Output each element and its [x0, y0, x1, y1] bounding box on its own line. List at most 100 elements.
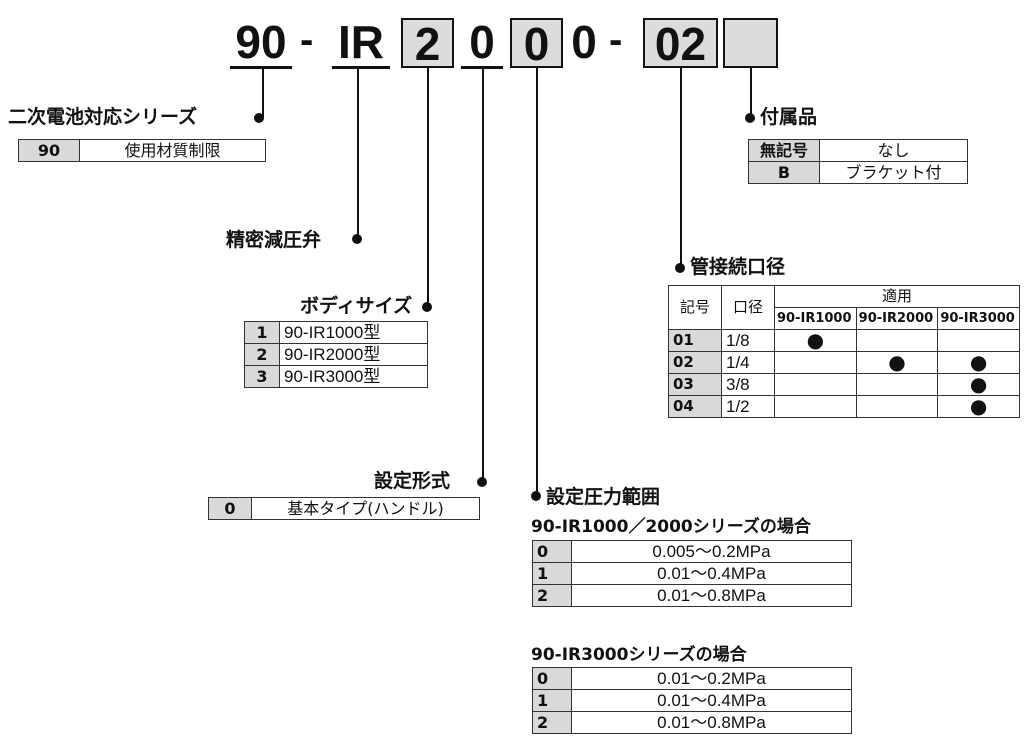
- table-row: 3 90-IR3000型: [244, 365, 428, 388]
- leader-series: [262, 68, 264, 118]
- body-size-desc: 90-IR1000型: [279, 321, 428, 344]
- table-row: 02 1/4 ● ●: [668, 351, 1020, 374]
- port-mark: [774, 351, 857, 374]
- code-series: IR: [332, 18, 390, 69]
- table-row: 04 1/2 ●: [668, 395, 1020, 418]
- leader-setting-type-dot: [477, 477, 487, 487]
- series-code: 90: [18, 139, 80, 162]
- pressure-desc: 0.005～0.2MPa: [571, 540, 852, 563]
- port-mark: [855, 373, 939, 396]
- leader-regulator-dot: [352, 234, 362, 244]
- pressure-group2-title: 90-IR3000シリーズの場合: [531, 645, 747, 665]
- regulator-title: 精密減圧弁: [226, 229, 322, 251]
- code-dash-2: -: [609, 18, 623, 62]
- port-code: 03: [668, 373, 722, 396]
- leader-pressure-dot: [531, 491, 541, 501]
- table-row: B ブラケット付: [748, 161, 968, 184]
- pressure-desc: 0.01～0.2MPa: [571, 667, 852, 690]
- leader-setting-type: [482, 68, 484, 481]
- pressure-code: 2: [532, 584, 572, 607]
- port-code: 01: [668, 329, 722, 352]
- accessory-code: 無記号: [748, 139, 820, 162]
- leader-pressure: [536, 68, 538, 496]
- body-size-desc: 90-IR3000型: [279, 365, 428, 388]
- leader-body-size-dot: [422, 302, 432, 312]
- port-model-3: 90-IR3000: [937, 307, 1020, 330]
- accessory-title: 付属品: [760, 106, 818, 128]
- port-size: 1/4: [721, 351, 775, 374]
- pressure-title: 設定圧力範囲: [546, 486, 661, 508]
- series-title: 二次電池対応シリーズ: [8, 106, 198, 128]
- pressure-code: 1: [532, 562, 572, 585]
- leader-port-dot: [675, 263, 685, 273]
- table-row: 2 0.01～0.8MPa: [532, 711, 852, 734]
- pressure-group2-table: 0 0.01～0.2MPa 1 0.01～0.4MPa 2 0.01～0.8MP…: [532, 667, 852, 734]
- table-row: 記号 口径 適用: [668, 285, 1020, 330]
- pressure-group1-title: 90-IR1000／2000シリーズの場合: [531, 517, 811, 537]
- table-row: 1 0.01～0.4MPa: [532, 562, 852, 585]
- pressure-code: 1: [532, 689, 572, 712]
- port-title: 管接続口径: [690, 256, 786, 278]
- code-pressure-range: 0: [510, 18, 563, 68]
- body-size-code: 1: [244, 321, 280, 344]
- pressure-desc: 0.01～0.4MPa: [571, 562, 852, 585]
- port-code: 02: [668, 351, 722, 374]
- port-mark: [855, 395, 939, 418]
- port-mark: ●: [937, 373, 1020, 396]
- port-mark: ●: [774, 329, 857, 352]
- setting-type-code: 0: [208, 497, 252, 520]
- series-table: 90 使用材質制限: [18, 139, 266, 162]
- port-code: 04: [668, 395, 722, 418]
- leader-port: [680, 68, 682, 268]
- port-table: 記号 口径 適用 90-IR1000 90-IR2000 90-IR3000 0…: [668, 285, 1020, 418]
- code-body-size: 2: [401, 18, 454, 68]
- accessory-code: B: [748, 161, 820, 184]
- table-row: 0 0.005～0.2MPa: [532, 540, 852, 563]
- table-row: 01 1/8 ●: [668, 329, 1020, 352]
- port-head-apply: 適用: [774, 285, 1020, 308]
- code-setting-type: 0: [461, 18, 503, 69]
- port-model-2: 90-IR2000: [855, 307, 939, 330]
- port-mark: ●: [937, 351, 1020, 374]
- body-size-desc: 90-IR2000型: [279, 343, 428, 366]
- accessory-desc: なし: [819, 139, 968, 162]
- setting-type-title: 設定形式: [374, 470, 451, 492]
- leader-accessory: [750, 68, 752, 118]
- body-size-title: ボディサイズ: [300, 295, 413, 317]
- port-mark: [774, 395, 857, 418]
- port-mark: ●: [937, 395, 1020, 418]
- setting-type-table: 0 基本タイプ(ハンドル): [208, 497, 480, 520]
- pressure-code: 2: [532, 711, 572, 734]
- port-size: 1/2: [721, 395, 775, 418]
- code-prefix: 90: [230, 18, 292, 69]
- code-port-size: 02: [643, 18, 718, 68]
- table-row: 90 使用材質制限: [18, 139, 266, 162]
- body-size-table: 1 90-IR1000型 2 90-IR2000型 3 90-IR3000型: [244, 321, 428, 388]
- pressure-desc: 0.01～0.8MPa: [571, 584, 852, 607]
- port-head-size: 口径: [721, 285, 775, 330]
- port-mark: [774, 373, 857, 396]
- pressure-desc: 0.01～0.8MPa: [571, 711, 852, 734]
- code-accessory: [723, 18, 778, 68]
- pressure-desc: 0.01～0.4MPa: [571, 689, 852, 712]
- leader-accessory-dot: [745, 113, 755, 123]
- table-row: 2 90-IR2000型: [244, 343, 428, 366]
- pressure-code: 0: [532, 540, 572, 563]
- pressure-code: 0: [532, 667, 572, 690]
- accessory-table: 無記号 なし B ブラケット付: [748, 139, 968, 184]
- series-desc: 使用材質制限: [79, 139, 266, 162]
- code-dash-1: -: [300, 18, 314, 62]
- table-row: 0 0.01～0.2MPa: [532, 667, 852, 690]
- body-size-code: 2: [244, 343, 280, 366]
- table-row: 0 基本タイプ(ハンドル): [208, 497, 480, 520]
- port-head-code: 記号: [668, 285, 722, 330]
- code-fixed-zero: 0: [571, 16, 597, 68]
- port-size: 1/8: [721, 329, 775, 352]
- leader-series-dot: [254, 113, 264, 123]
- port-mark: ●: [855, 351, 939, 374]
- body-size-code: 3: [244, 365, 280, 388]
- table-row: 1 90-IR1000型: [244, 321, 428, 344]
- table-row: 無記号 なし: [748, 139, 968, 162]
- port-size: 3/8: [721, 373, 775, 396]
- leader-body-size: [427, 68, 429, 306]
